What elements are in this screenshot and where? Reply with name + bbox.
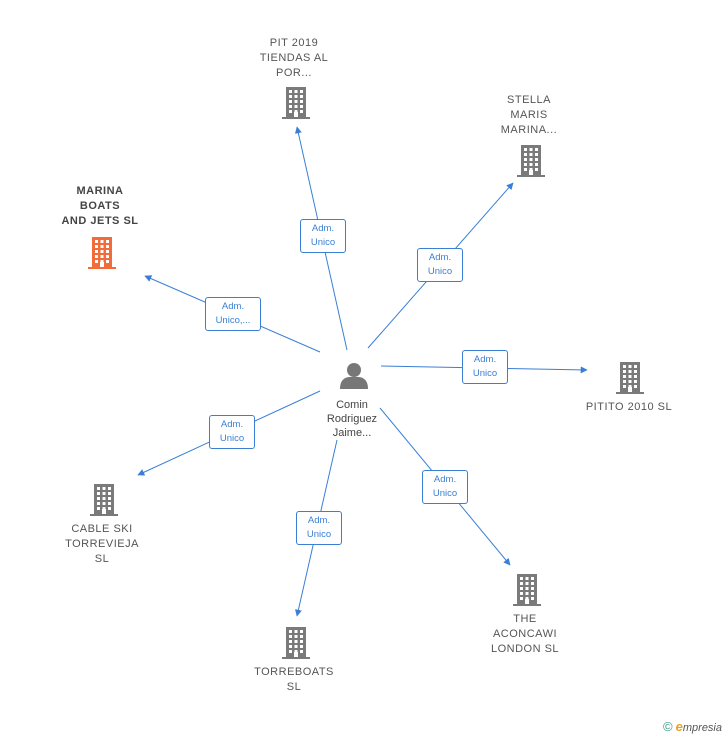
edge-label-aconcawi[interactable]: Adm. Unico bbox=[422, 470, 468, 504]
edge-label-marina[interactable]: Adm. Unico,... bbox=[205, 297, 261, 331]
edge-label-torreboats[interactable]: Adm. Unico bbox=[296, 511, 342, 545]
building-icon[interactable] bbox=[88, 237, 116, 269]
edge-label-pit[interactable]: Adm. Unico bbox=[300, 219, 346, 253]
company-label-pit: PIT 2019 TIENDAS AL POR... bbox=[259, 37, 329, 79]
brand-name: mpresia bbox=[682, 722, 722, 734]
brand-initial: e bbox=[675, 719, 683, 734]
copyright-icon: © bbox=[663, 719, 673, 734]
center-person-label: Comin Rodriguez Jaime... bbox=[326, 399, 378, 439]
building-icon[interactable] bbox=[517, 145, 545, 177]
building-icon[interactable] bbox=[513, 574, 541, 606]
person-icon[interactable] bbox=[340, 363, 368, 389]
company-label-aconcawi: THE ACONCAWI LONDON SL bbox=[490, 613, 560, 655]
company-label-pitito: PITITO 2010 SL bbox=[585, 401, 673, 413]
building-icon[interactable] bbox=[90, 484, 118, 516]
edge-label-cable[interactable]: Adm. Unico bbox=[209, 415, 255, 449]
company-label-cable: CABLE SKI TORREVIEJA SL bbox=[65, 523, 139, 565]
edge-label-pitito[interactable]: Adm. Unico bbox=[462, 350, 508, 384]
building-icon[interactable] bbox=[616, 362, 644, 394]
company-label-torreboats: TORREBOATS SL bbox=[254, 666, 334, 693]
building-icon[interactable] bbox=[282, 87, 310, 119]
footer-brand[interactable]: ©empresia bbox=[663, 719, 722, 734]
company-label-marina: MARINA BOATS AND JETS SL bbox=[61, 185, 139, 227]
edge-label-stella[interactable]: Adm. Unico bbox=[417, 248, 463, 282]
building-icon[interactable] bbox=[282, 627, 310, 659]
company-label-stella: STELLA MARIS MARINA... bbox=[500, 94, 558, 136]
